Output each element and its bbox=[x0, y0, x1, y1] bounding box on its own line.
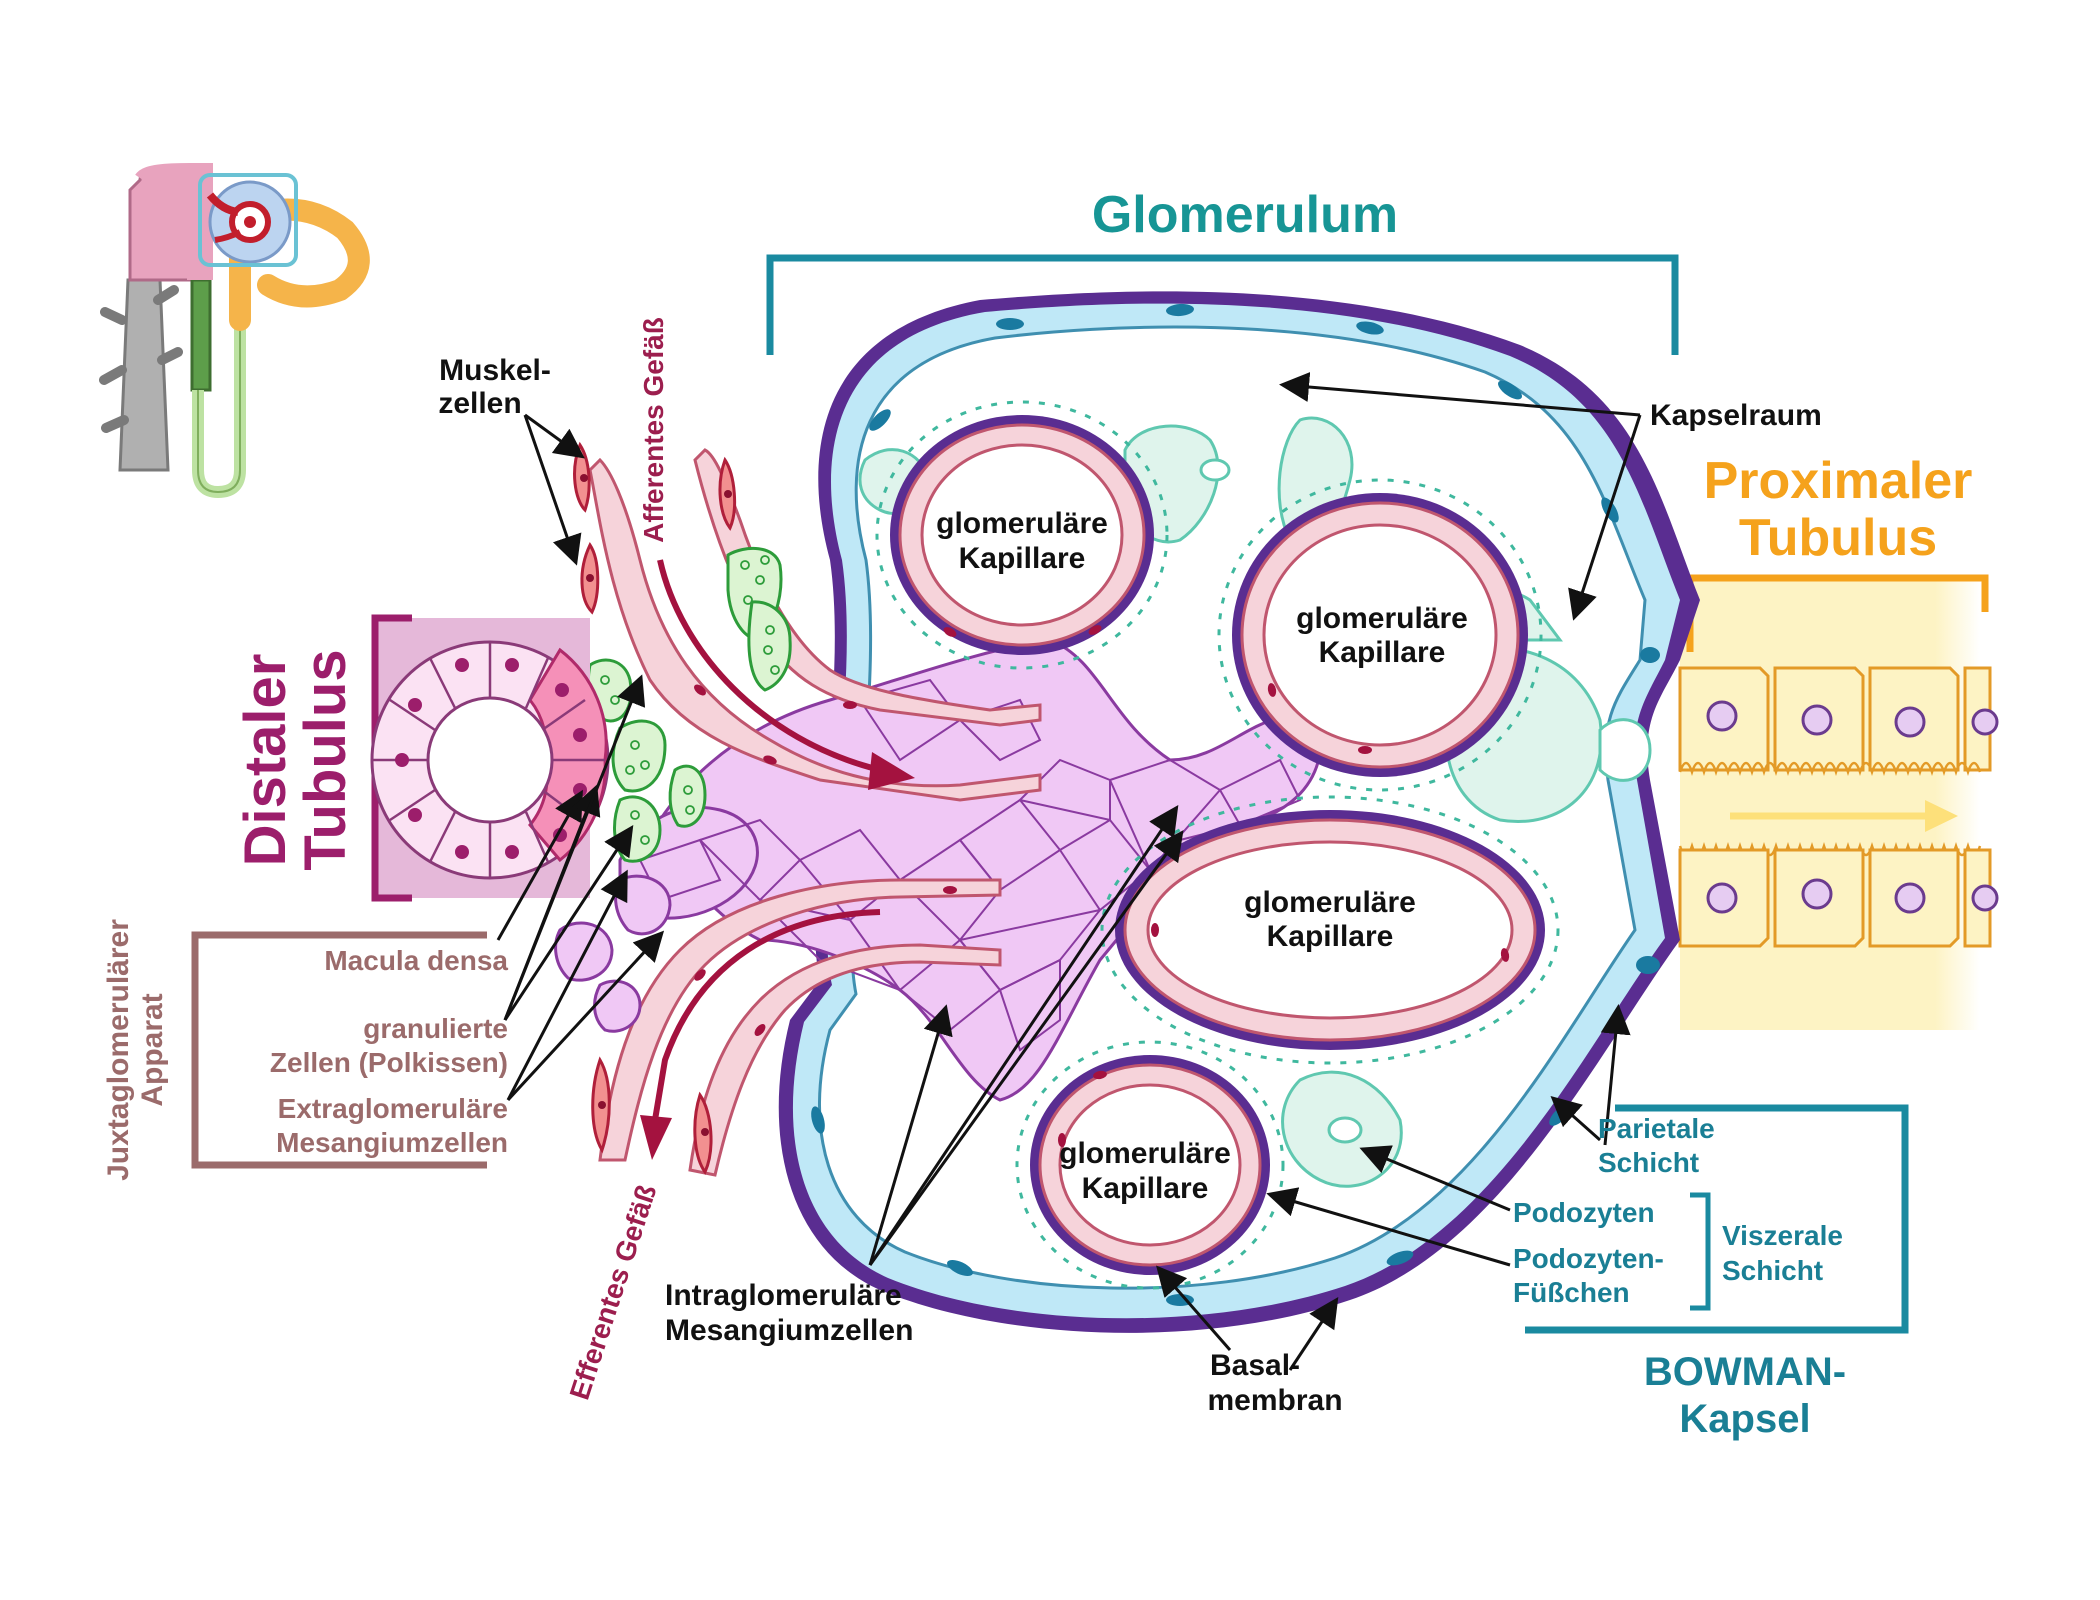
fuesschen-label-line1: Podozyten- bbox=[1513, 1243, 1664, 1274]
macula-densa-label: Macula densa bbox=[324, 945, 508, 976]
efferent-vessel bbox=[598, 878, 1002, 1177]
basalmembran-label-line2: membran bbox=[1207, 1384, 1342, 1417]
leader-lines bbox=[496, 372, 1642, 1371]
basalmembran-label-line1: Basal- bbox=[1210, 1349, 1300, 1382]
capillary-loop-1 bbox=[890, 415, 1154, 655]
capillary-1-label-line2: Kapillare bbox=[959, 542, 1086, 575]
efferent-vessel-label: Efferentes Gefäß bbox=[564, 1181, 663, 1404]
distal-title-line1: Distaler bbox=[233, 654, 298, 867]
capillary-1-label-line1: glomeruläre bbox=[936, 507, 1108, 540]
viszerale-label-line2: Schicht bbox=[1722, 1255, 1823, 1286]
kapselraum-label: Kapselraum bbox=[1650, 399, 1822, 432]
parietale-label-line2: Schicht bbox=[1598, 1147, 1699, 1178]
proximal-title-line1: Proximaler bbox=[1704, 452, 1973, 510]
muskel-label-line2: zellen bbox=[438, 387, 521, 420]
extra-mesangium-label-line2: Mesangiumzellen bbox=[276, 1127, 508, 1158]
proximal-tubulus bbox=[1678, 574, 1999, 1030]
capillary-loop-2 bbox=[1232, 493, 1528, 777]
viszerale-bracket bbox=[1690, 1192, 1711, 1311]
bowman-title-line2: Kapsel bbox=[1679, 1397, 1810, 1441]
granulierte-label-line2: Zellen (Polkissen) bbox=[270, 1047, 508, 1078]
glomerulum-title: Glomerulum bbox=[1092, 186, 1398, 244]
glomerulum-bracket bbox=[766, 254, 1679, 355]
efferent-flow-arrow bbox=[640, 909, 881, 1160]
extra-mesangium-label-line1: Extraglomeruläre bbox=[278, 1093, 508, 1124]
bowman-bracket bbox=[1525, 1104, 1909, 1334]
capillary-loop-3 bbox=[1115, 810, 1545, 1050]
intra-mesangium-label-line2: Mesangiumzellen bbox=[665, 1314, 913, 1347]
intra-mesangium-label-line1: Intraglomeruläre bbox=[665, 1279, 902, 1312]
capillary-4-label-line1: glomeruläre bbox=[1059, 1137, 1231, 1170]
extraglomerular-mesangium bbox=[554, 874, 672, 1033]
parietale-label-line1: Parietale bbox=[1598, 1113, 1715, 1144]
capillary-2-label-line2: Kapillare bbox=[1319, 636, 1446, 669]
juxta-title-line1: Juxtaglomerulärer bbox=[102, 919, 135, 1181]
podocyte-foot-processes bbox=[875, 400, 1560, 1290]
podozyten-label: Podozyten bbox=[1513, 1197, 1655, 1228]
proximal-title-line2: Tubulus bbox=[1739, 509, 1937, 567]
afferent-flow-arrow bbox=[657, 559, 915, 790]
capillary-3-label-line1: glomeruläre bbox=[1244, 886, 1416, 919]
fuesschen-label-line2: Füßchen bbox=[1513, 1277, 1630, 1308]
distal-title-line2: Tubulus bbox=[293, 649, 358, 870]
afferent-vessel-label: Afferentes Gefäß bbox=[638, 317, 669, 543]
distal-tubulus-cells bbox=[370, 640, 610, 880]
capillary-4-label-line2: Kapillare bbox=[1082, 1172, 1209, 1205]
granulierte-label-line1: granulierte bbox=[363, 1013, 508, 1044]
capillary-loop-4 bbox=[1030, 1055, 1270, 1275]
muskel-label-line1: Muskel- bbox=[439, 354, 551, 387]
juxta-title-line2: Apparat bbox=[136, 993, 169, 1106]
bowman-title-line1: BOWMAN- bbox=[1644, 1350, 1846, 1394]
nephron-overview-icon bbox=[99, 163, 370, 499]
capillary-3-label-line2: Kapillare bbox=[1267, 920, 1394, 953]
juxta-bracket bbox=[191, 931, 487, 1169]
viszerale-label-line1: Viszerale bbox=[1722, 1220, 1843, 1251]
capillary-2-label-line1: glomeruläre bbox=[1296, 602, 1468, 635]
